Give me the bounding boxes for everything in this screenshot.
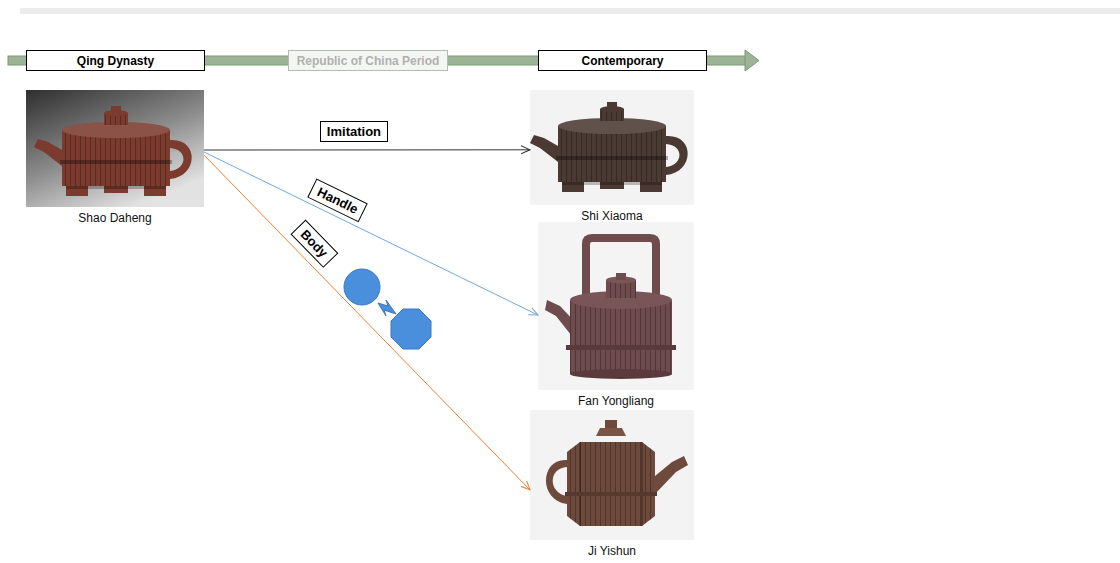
artist-caption: Shao Daheng xyxy=(78,211,151,225)
top-rule xyxy=(20,8,1120,14)
period-box: Republic of China Period xyxy=(288,50,448,71)
artist-caption: Shi Xiaoma xyxy=(581,209,642,223)
timeline-arrow xyxy=(8,50,759,71)
period-label: Contemporary xyxy=(581,54,663,68)
period-box: Contemporary xyxy=(538,50,707,71)
influence-arrow xyxy=(204,152,538,315)
shi-xiaoma-teapot xyxy=(530,90,694,205)
artist-caption: Ji Yishun xyxy=(588,544,636,558)
body-shape-symbol xyxy=(344,269,431,349)
artist-caption: Fan Yongliang xyxy=(578,394,654,408)
fan-yongliang-teapot xyxy=(538,222,694,390)
influence-arrow xyxy=(204,155,530,490)
teapot-picture: Shao Daheng xyxy=(26,90,204,207)
influence-arrow xyxy=(204,149,530,150)
edge-label: Imitation xyxy=(320,121,388,142)
edge-label: Body xyxy=(290,220,337,268)
period-box: Qing Dynasty xyxy=(26,50,205,71)
edge-label: Handle xyxy=(307,178,368,222)
ji-yishun-teapot xyxy=(530,410,694,540)
period-label: Republic of China Period xyxy=(297,54,440,68)
teapot-picture: Shi Xiaoma xyxy=(530,90,694,205)
shao-daheng-teapot xyxy=(26,90,204,207)
teapot-picture: Fan Yongliang xyxy=(538,222,694,390)
period-label: Qing Dynasty xyxy=(77,54,154,68)
teapot-picture: Ji Yishun xyxy=(530,410,694,540)
